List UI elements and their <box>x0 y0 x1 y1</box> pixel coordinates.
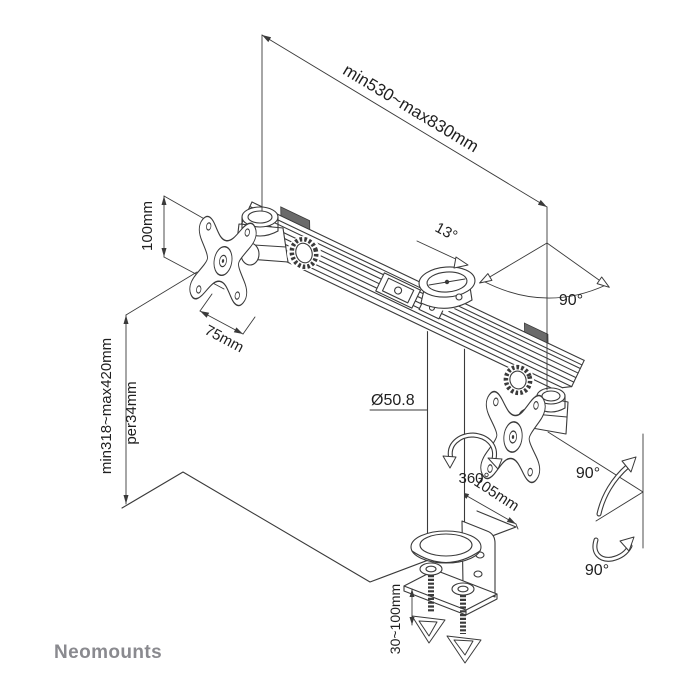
pole-diameter-label: Ø50.8 <box>371 392 415 409</box>
clamp-thickness-label: 30~100mm <box>387 584 403 654</box>
clamp-screw-front <box>411 562 446 644</box>
swivel-fan: 90° <box>479 242 610 309</box>
right-tension-knob <box>502 364 534 396</box>
rail-clip-left <box>280 206 311 231</box>
clamp-screw-rear <box>446 582 482 664</box>
center-hub <box>418 266 476 312</box>
rotation-label: 360° <box>458 470 489 487</box>
desk-outline <box>121 471 517 583</box>
left-tension-knob <box>287 236 321 270</box>
crossbar-rail <box>234 201 588 399</box>
base-cap <box>410 530 482 564</box>
swivel-label: 90° <box>559 292 583 309</box>
pivot-upper-label: 90° <box>576 465 600 482</box>
right-arm-joint <box>479 364 569 484</box>
pivot-arrow-upper: 90° <box>576 456 637 517</box>
arm-range-label: min530~max830mm <box>340 60 482 156</box>
rail-clip-right <box>524 322 549 344</box>
vesa-plate-right <box>479 390 547 484</box>
pole-height-step-label: per34mm <box>123 381 140 444</box>
dimension-pole-height: min318~max420mm per34mm <box>98 271 198 505</box>
pole-diameter-callout: Ø50.8 <box>369 392 428 411</box>
left-arm-joint <box>187 206 321 308</box>
tilt-arrow: 13° <box>416 219 469 269</box>
pivot-arrow-lower: 90° <box>585 536 635 579</box>
pole-height-range-label: min318~max420mm <box>98 338 115 474</box>
vesa-height-label: 100mm <box>139 201 156 251</box>
dimension-vesa-height: 100mm <box>139 195 225 290</box>
pivot-lower-label: 90° <box>585 562 609 579</box>
tilt-label: 13° <box>432 219 460 245</box>
rotation-arrow-360: 360° <box>442 432 503 487</box>
vesa-width-label: 75mm <box>202 322 247 357</box>
pivot-reference-lines <box>547 431 644 549</box>
dimension-vesa-width: 75mm <box>199 293 256 357</box>
brand-logo: Neomounts <box>54 642 162 663</box>
dimension-clamp-thickness: 30~100mm <box>387 584 415 654</box>
